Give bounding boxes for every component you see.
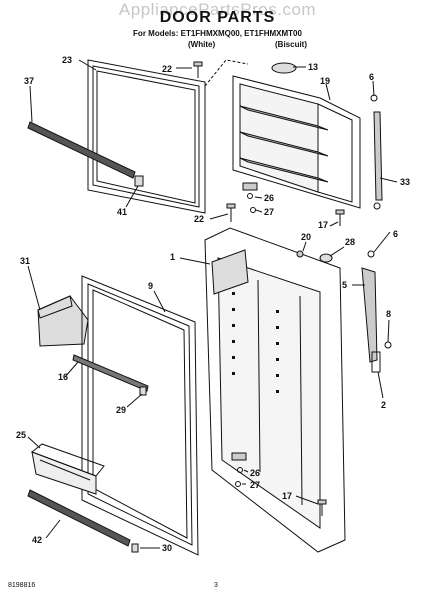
part-freezer-trim-bar xyxy=(27,121,136,179)
document-number: 8198816 xyxy=(8,582,36,589)
part-lower-hinge xyxy=(361,250,392,373)
part-door-stop-upper xyxy=(242,182,258,213)
part-screw-middle xyxy=(226,203,236,222)
part-hinge-cap xyxy=(271,62,297,74)
part-upper-hinge xyxy=(370,94,383,210)
callout-26-lower: 26 xyxy=(250,468,260,478)
callout-29: 29 xyxy=(116,405,126,415)
callout-16: 16 xyxy=(58,372,68,382)
part-fresh-food-gasket xyxy=(81,275,199,556)
callout-17-upper: 17 xyxy=(318,220,328,230)
callout-41: 41 xyxy=(117,207,127,217)
callout-37: 37 xyxy=(24,76,34,86)
part-door-stop-lower xyxy=(231,452,247,487)
page-number: 3 xyxy=(214,582,218,589)
part-plug-28 xyxy=(319,253,333,263)
callout-17-lower: 17 xyxy=(282,491,292,501)
callout-27-lower: 27 xyxy=(250,480,260,490)
callout-19: 19 xyxy=(320,76,330,86)
callout-1: 1 xyxy=(170,252,175,262)
callout-6-lower: 6 xyxy=(393,229,398,239)
callout-13: 13 xyxy=(308,62,318,72)
part-screw-lower xyxy=(317,499,327,516)
callout-5: 5 xyxy=(342,280,347,290)
part-freezer-door xyxy=(232,75,361,209)
variant-white: (White) xyxy=(188,40,216,49)
part-screw-17 xyxy=(335,209,345,226)
part-freezer-gasket xyxy=(87,59,206,214)
callout-labels: 23 37 22 13 19 6 41 33 26 27 22 17 20 28… xyxy=(16,55,410,553)
part-door-bin xyxy=(31,443,105,495)
callout-30: 30 xyxy=(162,543,172,553)
part-end-cap-29 xyxy=(139,386,147,396)
callout-8: 8 xyxy=(386,309,391,319)
model-numbers: For Models: ET1FHMXMQ00, ET1FHMXMT00 xyxy=(133,29,302,38)
callout-33: 33 xyxy=(400,177,410,187)
leader-lines xyxy=(27,59,398,549)
callout-22-upper: 22 xyxy=(162,64,172,74)
part-screw-upper xyxy=(193,61,203,78)
callout-26-upper: 26 xyxy=(264,193,274,203)
callout-22-middle: 22 xyxy=(194,214,204,224)
part-bottom-trim xyxy=(27,489,131,547)
part-shelf-bar xyxy=(72,354,149,392)
part-end-cap-30 xyxy=(131,543,139,553)
callout-31: 31 xyxy=(20,256,30,266)
callout-25: 25 xyxy=(16,430,26,440)
callout-9: 9 xyxy=(148,281,153,291)
watermark: AppliancePartsPros.com xyxy=(118,0,317,19)
page-title: DOOR PARTS xyxy=(159,9,276,26)
callout-27-upper: 27 xyxy=(264,207,274,217)
callout-42: 42 xyxy=(32,535,42,545)
part-plug-20 xyxy=(296,250,304,258)
variant-biscuit: (Biscuit) xyxy=(275,40,307,49)
callout-28: 28 xyxy=(345,237,355,247)
callout-6-upper: 6 xyxy=(369,72,374,82)
callout-2: 2 xyxy=(381,400,386,410)
callout-20: 20 xyxy=(301,232,311,242)
part-end-cap xyxy=(134,175,144,187)
callout-23: 23 xyxy=(62,55,72,65)
part-dairy-compartment xyxy=(37,295,89,347)
